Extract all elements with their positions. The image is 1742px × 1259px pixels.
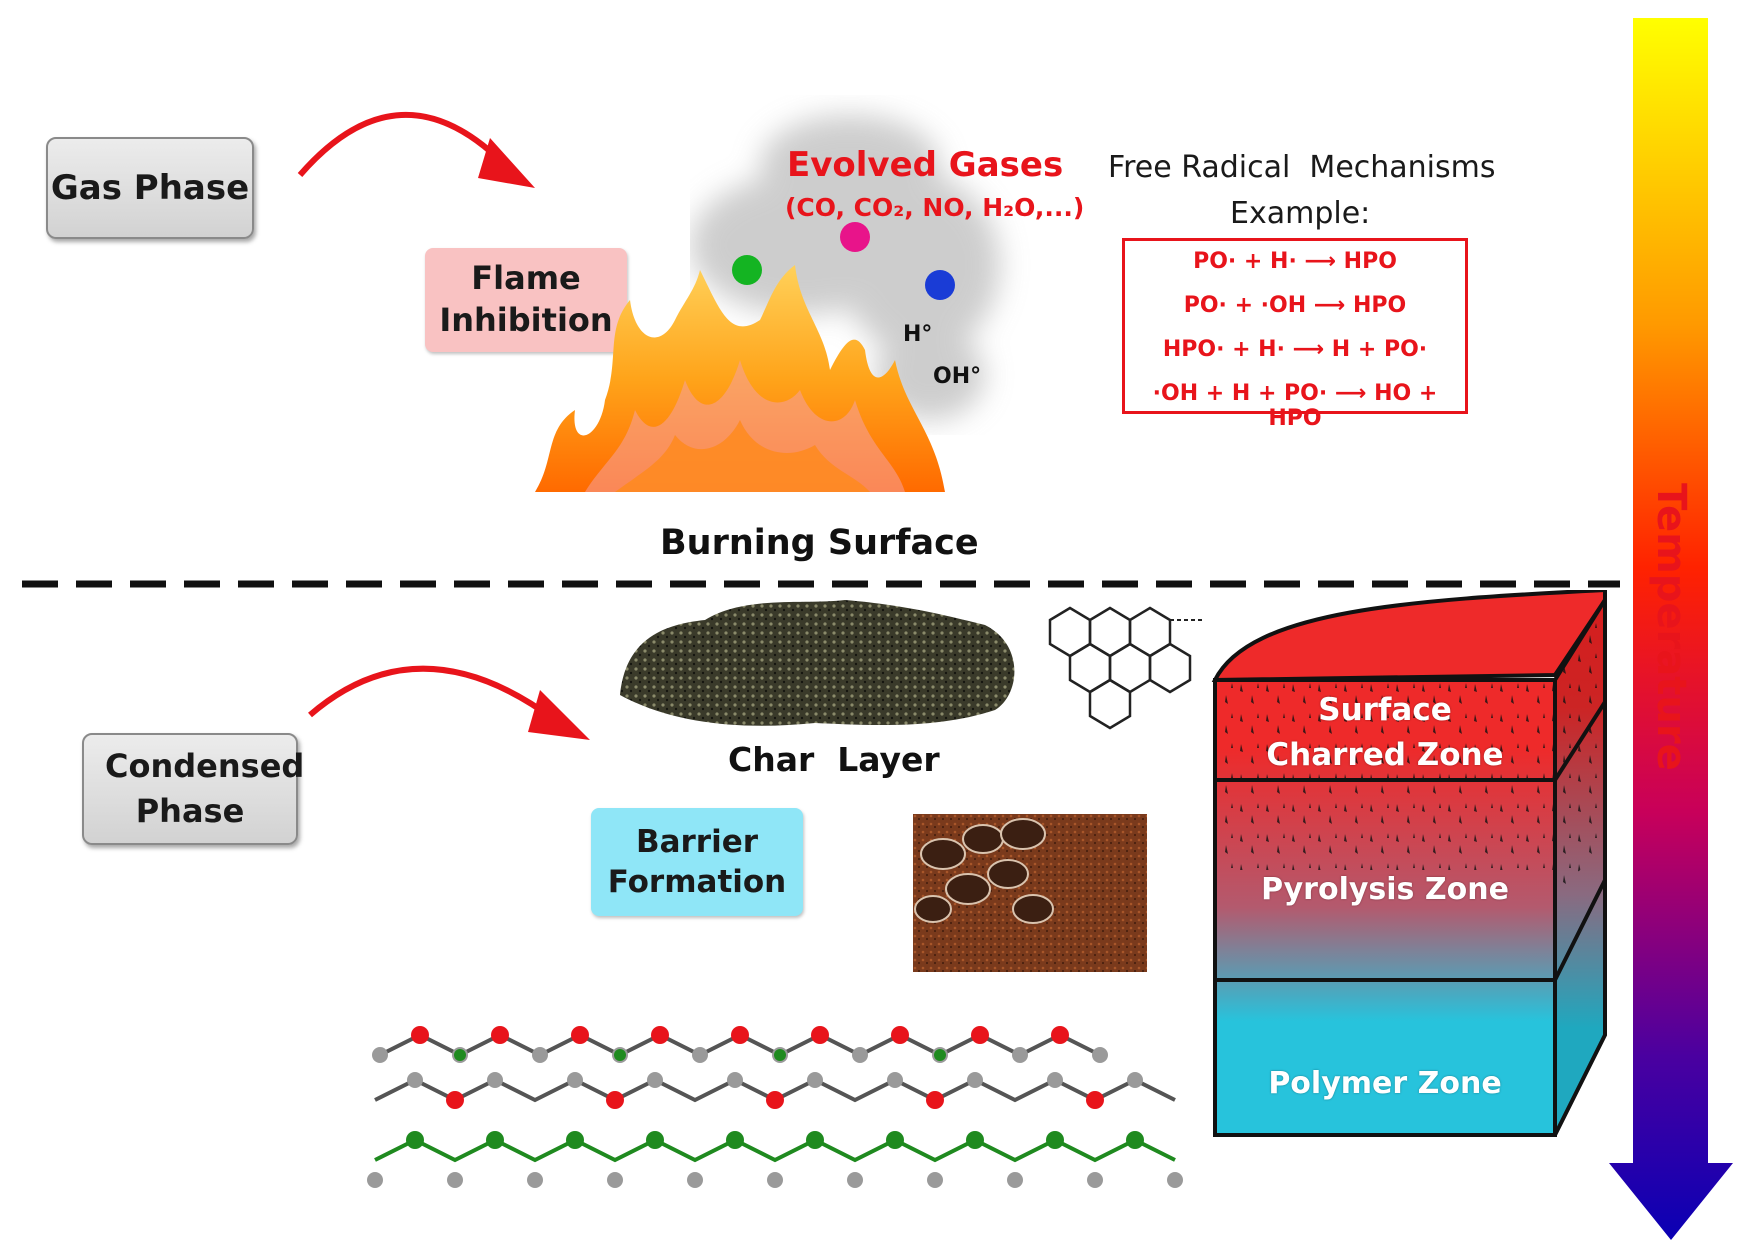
phase-divider	[22, 580, 1620, 588]
condensed-phase-label: Condensed Phase	[105, 747, 305, 830]
coffee-grounds-photo	[913, 814, 1147, 972]
reaction-box: PO· + H· ⟶ HPO PO· + ·OH ⟶ HPO HPO· + H·…	[1122, 238, 1468, 431]
surface-zone-label-1: Surface	[1318, 692, 1452, 728]
condensed-phase-box: Condensed Phase	[82, 733, 305, 845]
polymer-zone-label: Polymer Zone	[1268, 1066, 1502, 1101]
condensed-curved-arrow-icon	[308, 665, 590, 740]
reaction-2: PO· + ·OH ⟶ HPO	[1183, 293, 1407, 318]
char-cluster-icon	[620, 600, 1015, 726]
surface-zone-label-2: Charred Zone	[1266, 737, 1504, 773]
flame-icon	[535, 265, 945, 492]
barrier-formation-box: Barrier Formation	[591, 808, 803, 916]
reaction-4: ·OH + H + PO· ⟶ HO + HPO	[1152, 381, 1438, 431]
pyrolysis-zone-label: Pyrolysis Zone	[1261, 872, 1509, 907]
reaction-1: PO· + H· ⟶ HPO	[1193, 249, 1397, 274]
evolved-gases-title: Evolved Gases	[787, 145, 1064, 185]
char-layer-label: Char Layer	[728, 740, 940, 779]
gas-molecules-icon	[732, 222, 955, 300]
graphite-ring-icon	[1048, 606, 1205, 730]
temperature-label: Temperature	[1648, 483, 1694, 771]
h-radical-label: H°	[903, 322, 933, 347]
barrier-formation-label: Barrier Formation	[607, 823, 787, 900]
burning-surface-label: Burning Surface	[660, 523, 979, 563]
oh-radical-label: OH°	[933, 364, 982, 389]
zone-block-icon	[1211, 590, 1607, 1137]
evolved-gases-list: (CO, CO₂, NO, H₂O,...)	[785, 193, 1085, 222]
free-radical-title: Free Radical Mechanisms	[1108, 150, 1496, 185]
polymer-chain-icon	[367, 1026, 1183, 1188]
gas-phase-box: Gas Phase	[46, 137, 254, 239]
gas-phase-label: Gas Phase	[50, 168, 250, 208]
reaction-3: HPO· + H· ⟶ H + PO·	[1162, 337, 1428, 362]
temperature-arrow-icon	[1609, 18, 1733, 1240]
free-radical-subtitle: Example:	[1230, 196, 1371, 231]
gas-curved-arrow-icon	[297, 111, 535, 188]
flame-inhibition-box: Flame Inhibition	[425, 248, 627, 352]
flame-inhibition-label: Flame Inhibition	[439, 259, 613, 339]
